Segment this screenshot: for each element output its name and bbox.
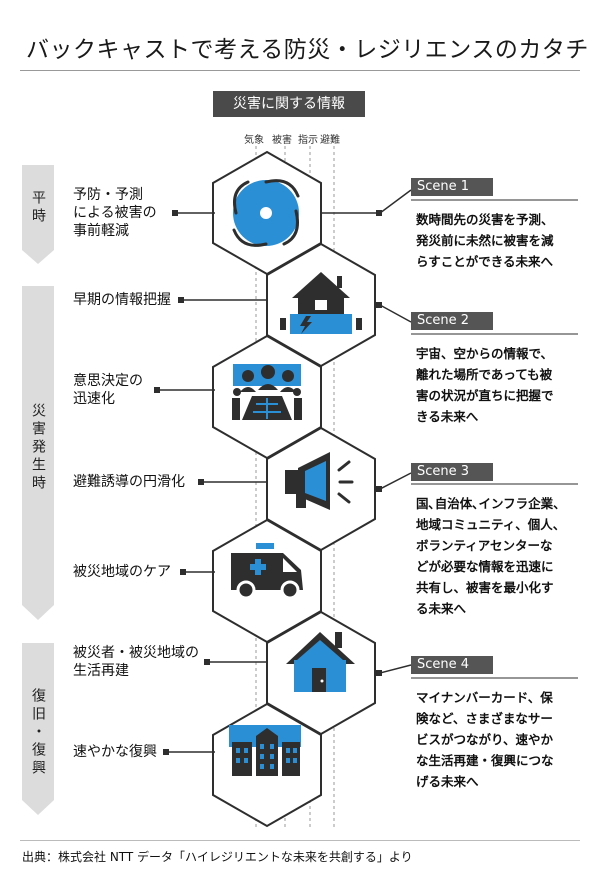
info-column-evacuation: 避難	[320, 135, 340, 146]
info-column-instruction: 指示	[298, 135, 318, 146]
megaphone-icon	[285, 452, 354, 510]
city-buildings-icon	[229, 725, 301, 776]
flooded-house-icon	[280, 272, 362, 334]
scene-desc-4: マイナンバーカード、保険など、さまざまなサービスがつながり、速やかな生活再建・復…	[416, 690, 554, 789]
step-label-rebuild: 被災者・被災地域の生活再建	[73, 645, 199, 679]
phase-label-recovery: 復旧・復興	[30, 688, 46, 778]
step-label-early-info: 早期の情報把握	[73, 292, 171, 308]
scene-tag-3: Scene 3	[411, 463, 493, 481]
left-connector-dots	[154, 210, 210, 755]
step-label-prevention: 予防・予測による被害の事前軽減	[73, 187, 157, 239]
phase-arrow-recovery	[22, 643, 54, 815]
phase-label-disaster: 災害発生時	[30, 403, 46, 493]
info-banner: 災害に関する情報	[213, 91, 365, 117]
phase-arrow-normal	[22, 165, 54, 264]
source-footer: 出典：株式会社 NTT データ「ハイレジリエントな未来を共創する」より	[22, 850, 413, 864]
scene-desc-3: 国､自治体､インフラ企業、地域コミュニティ、個人、ボランティアセンターなどが必要…	[416, 496, 566, 616]
typhoon-icon	[232, 179, 300, 247]
step-label-recovery: 速やかな復興	[73, 744, 157, 760]
step-label-decision: 意思決定の迅速化	[73, 373, 143, 407]
scene-tag-2: Scene 2	[411, 312, 493, 330]
scene-tag-4: Scene 4	[411, 656, 493, 674]
scene-dividers	[411, 199, 578, 679]
scene-desc-1: 数時間先の災害を予測、発災前に未然に被害を減らすことができる未来へ	[416, 212, 554, 269]
title-divider	[20, 70, 580, 71]
step-label-care: 被災地域のケア	[73, 564, 171, 580]
left-connectors	[158, 212, 268, 753]
page-title: バックキャストで考える防災・レジリエンスのカタチ	[26, 37, 589, 63]
scene-tag-1: Scene 1	[411, 178, 493, 196]
step-label-evacuation: 避難誘導の円滑化	[73, 474, 185, 490]
phase-label-normal: 平時	[30, 190, 46, 226]
info-column-weather: 気象	[244, 135, 264, 146]
meeting-room-icon	[232, 364, 302, 420]
phase-arrow-disaster	[22, 286, 54, 620]
house-icon	[286, 632, 355, 692]
scene-desc-2: 宇宙、空からの情報で、離れた場所であっても被害の状況が直ちに把握できる未来へ	[416, 346, 554, 424]
ambulance-icon	[231, 543, 303, 600]
info-column-damage: 被害	[272, 135, 292, 146]
footer-divider	[20, 840, 580, 841]
